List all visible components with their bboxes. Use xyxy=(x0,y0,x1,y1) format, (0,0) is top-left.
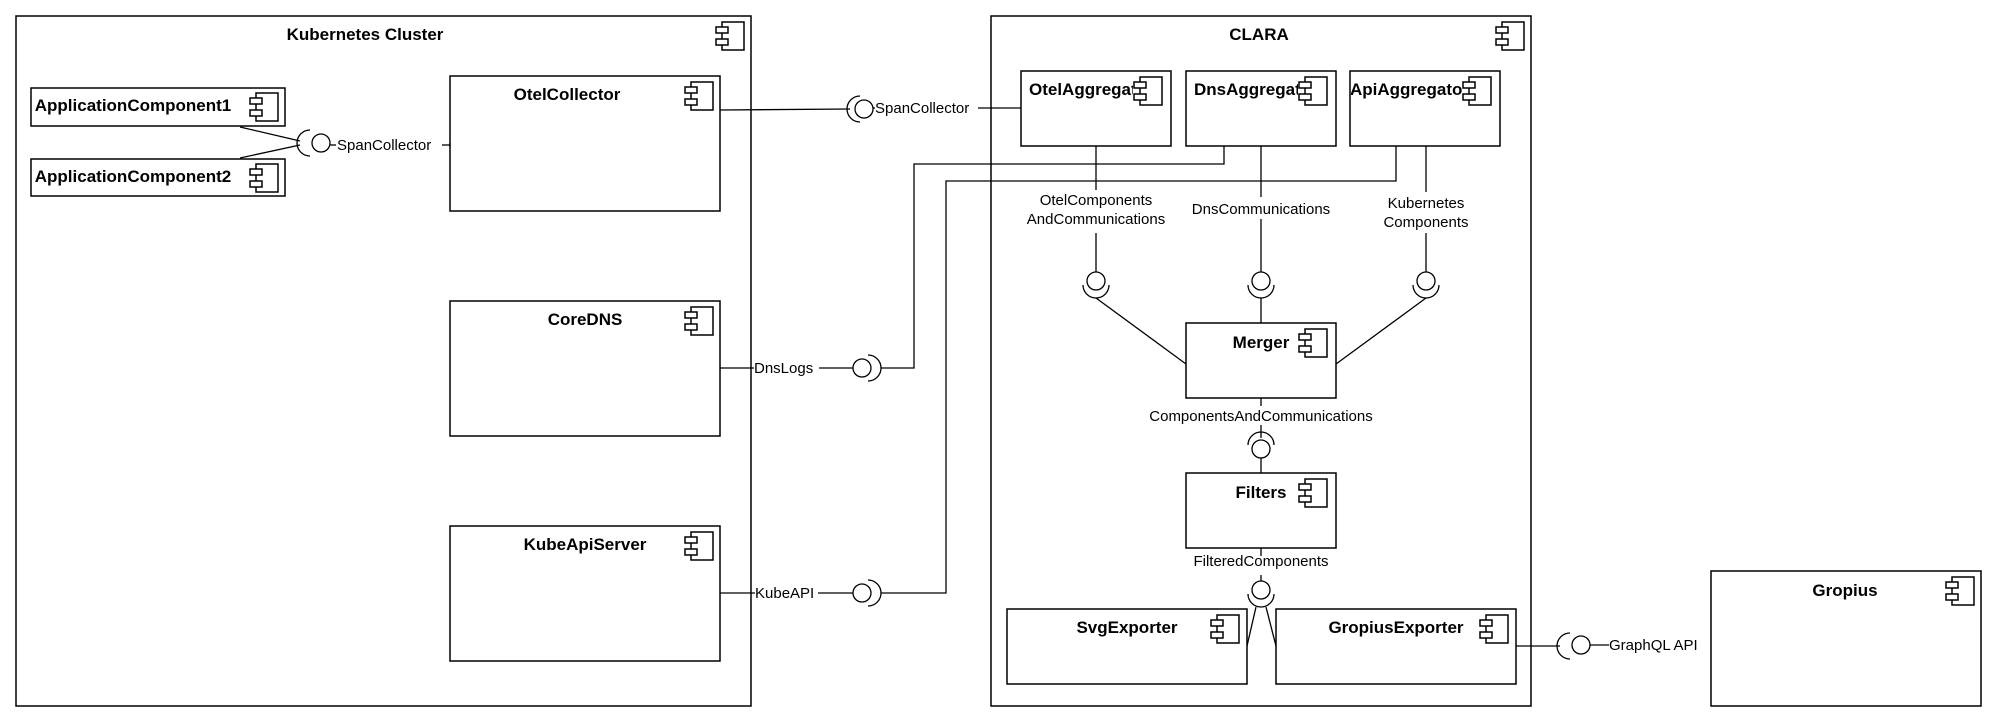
gropius-exporter-label: GropiusExporter xyxy=(1328,618,1463,637)
component-icon xyxy=(684,531,714,561)
component-icon xyxy=(1462,76,1492,106)
span-collector-label: SpanCollector xyxy=(875,100,969,117)
application-component-1-label: ApplicationComponent1 xyxy=(35,96,231,115)
coredns-label: CoreDNS xyxy=(548,310,623,329)
svg-exporter-component: SvgExporter xyxy=(1006,608,1248,685)
clara-title: CLARA xyxy=(1229,25,1289,44)
filters-component: Filters xyxy=(1185,472,1337,549)
component-icon xyxy=(1298,478,1328,508)
kube-api-label: KubeAPI xyxy=(755,585,814,602)
component-icon xyxy=(715,21,745,51)
components-and-comm-label: ComponentsAndCommunications xyxy=(1149,408,1372,425)
dns-comm-interface: DnsCommunications xyxy=(1192,146,1330,323)
otel-collector-component: OtelCollector xyxy=(449,75,721,212)
otel-aggregator-label: OtelAggregator xyxy=(1029,80,1154,99)
kubernetes-cluster-title: Kubernetes Cluster xyxy=(287,25,444,44)
graphql-api-label: GraphQL API xyxy=(1609,637,1698,654)
merger-label: Merger xyxy=(1233,333,1290,352)
component-icon xyxy=(1298,76,1328,106)
gropius-exporter-component: GropiusExporter xyxy=(1275,608,1517,685)
component-icon xyxy=(249,92,279,122)
component-icon xyxy=(1495,21,1525,51)
component-icon xyxy=(684,306,714,336)
component-icon xyxy=(1945,576,1975,606)
otel-collector-label: OtelCollector xyxy=(514,85,621,104)
api-aggregator-component: ApiAggregator xyxy=(1349,70,1501,147)
component-icon xyxy=(1298,328,1328,358)
otel-comm-interface: OtelComponents AndCommunications xyxy=(1027,146,1187,365)
component-icon xyxy=(1133,76,1163,106)
application-component-1: ApplicationComponent1 xyxy=(30,87,286,127)
k8s-comp-interface: Kubernetes Components xyxy=(1335,146,1469,365)
span-collector-internal-label: SpanCollector xyxy=(337,137,431,154)
component-icon xyxy=(249,163,279,193)
otel-comm-label-line1: OtelComponents xyxy=(1040,192,1153,209)
application-component-2: ApplicationComponent2 xyxy=(30,158,286,197)
component-icon xyxy=(684,81,714,111)
gropius-container: Gropius xyxy=(1710,570,1982,707)
dns-aggregator-label: DnsAggregator xyxy=(1194,80,1318,99)
otel-aggregator-component: OtelAggregator xyxy=(1020,70,1172,147)
dns-logs-label: DnsLogs xyxy=(754,360,813,377)
filters-label: Filters xyxy=(1235,483,1286,502)
kube-api-server-component: KubeApiServer xyxy=(449,525,721,662)
application-component-2-label: ApplicationComponent2 xyxy=(35,167,231,186)
api-aggregator-label: ApiAggregator xyxy=(1350,80,1469,99)
span-collector-internal-interface: SpanCollector xyxy=(239,126,451,159)
component-icon xyxy=(1210,614,1240,644)
merger-component: Merger xyxy=(1185,322,1337,399)
otel-comm-label-line2: AndCommunications xyxy=(1027,211,1165,228)
filtered-components-interface: FilteredComponents xyxy=(1193,548,1329,647)
graphql-api-interface: GraphQL API xyxy=(1516,632,1698,660)
component-icon xyxy=(1479,614,1509,644)
components-and-comm-interface: ComponentsAndCommunications xyxy=(1149,398,1373,473)
svg-exporter-label: SvgExporter xyxy=(1076,618,1177,637)
kube-api-interface: KubeAPI xyxy=(720,146,1397,607)
gropius-title: Gropius xyxy=(1812,581,1877,600)
dns-logs-interface: DnsLogs xyxy=(720,146,1225,382)
k8s-comp-label-line2: Components xyxy=(1383,214,1468,231)
coredns-component: CoreDNS xyxy=(449,300,721,437)
filtered-components-label: FilteredComponents xyxy=(1193,553,1328,570)
dns-comm-label: DnsCommunications xyxy=(1192,201,1330,218)
dns-aggregator-component: DnsAggregator xyxy=(1185,70,1337,147)
kube-api-server-label: KubeApiServer xyxy=(524,535,647,554)
span-collector-interface: SpanCollector xyxy=(719,95,1021,123)
k8s-comp-label-line1: Kubernetes xyxy=(1388,195,1465,212)
